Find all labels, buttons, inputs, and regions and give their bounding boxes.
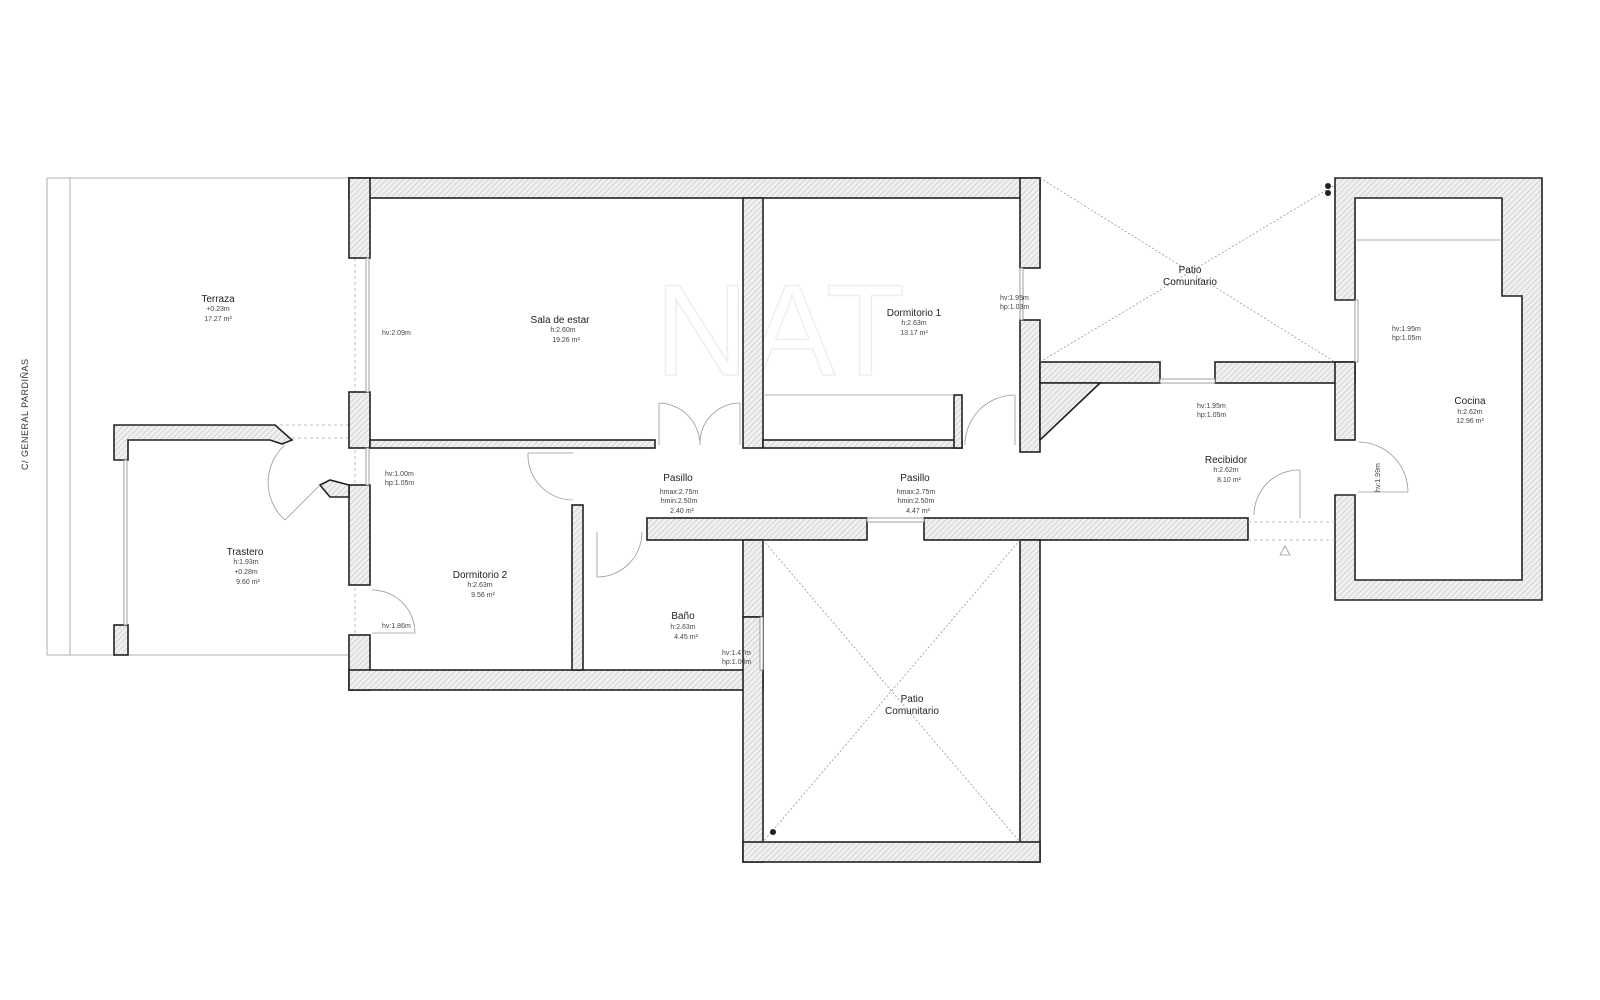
note: hv:1.95m: [1392, 326, 1421, 333]
opening-notes: hv:2.09m hv:1.00m hp:1.05m hv:1.86m hv:1…: [382, 295, 1421, 666]
room-hmin: hmin:2.50m: [661, 498, 698, 505]
room-name: Recibidor: [1205, 455, 1248, 466]
room-hmax: hmax:2.75m: [897, 489, 936, 496]
room-name: Sala de estar: [531, 315, 591, 326]
room-name: Pasillo: [900, 473, 930, 484]
note: hv:1.99m: [1375, 463, 1382, 492]
note: hp:1.05m: [385, 480, 414, 487]
room-dormitorio-1: Dormitorio 1 h:2.63m 13.17 m²: [887, 308, 942, 337]
room-name-2: Comunitario: [1163, 277, 1217, 288]
note: hp:1.03m: [1000, 304, 1029, 311]
room-area: 19.26 m²: [552, 337, 580, 344]
room-hmin: hmin:2.50m: [898, 498, 935, 505]
room-area: 13.17 m²: [900, 330, 928, 337]
room-trastero: Trastero h:1.93m +0.28m 9.60 m²: [227, 547, 264, 586]
street-label: C/ GENERAL PARDIÑAS: [20, 358, 30, 470]
room-name: Dormitorio 2: [453, 570, 508, 581]
room-name: Patio: [1179, 265, 1202, 276]
room-area: 9.60 m²: [236, 579, 260, 586]
room-height: h:1.93m: [233, 559, 258, 566]
room-dormitorio-2: Dormitorio 2 h:2.63m 9.56 m²: [453, 570, 508, 599]
room-patio-comunitario-1: Patio Comunitario: [1163, 265, 1217, 288]
patio-diagonals: [762, 177, 1336, 843]
room-area: 4.45 m²: [674, 634, 698, 641]
room-cocina: Cocina h:2.62m 12.96 m²: [1454, 396, 1486, 425]
note: hp:1.05m: [1392, 335, 1421, 342]
room-name: Baño: [671, 611, 695, 622]
room-area: 9.56 m²: [471, 592, 495, 599]
room-terraza: Terraza +0.23m 17.27 m²: [201, 294, 235, 323]
room-name-2: Comunitario: [885, 706, 939, 717]
room-height: h:2.60m: [550, 327, 575, 334]
room-height: h:2.63m: [901, 320, 926, 327]
room-area: 17.27 m²: [204, 316, 232, 323]
note: hv:2.09m: [382, 330, 411, 337]
watermark: NAT: [655, 257, 905, 403]
room-bano: Baño h:2.63m 4.45 m²: [670, 611, 698, 641]
note: hv:1.95m: [1197, 403, 1226, 410]
room-area: 4.47 m²: [906, 508, 930, 515]
room-sala-de-estar: Sala de estar h:2.60m 19.26 m²: [531, 315, 591, 344]
room-height: h:2.62m: [1457, 409, 1482, 416]
openings: [123, 239, 1502, 671]
room-name: Trastero: [227, 547, 264, 558]
room-area: 2.40 m²: [670, 508, 694, 515]
room-recibidor: Recibidor h:2.62m 8.10 m²: [1205, 455, 1248, 484]
room-level: +0.23m: [206, 306, 230, 313]
room-name: Patio: [901, 694, 924, 705]
room-pasillo-2: Pasillo hmax:2.75m hmin:2.50m 4.47 m²: [897, 473, 936, 515]
note: hv:1.47m: [722, 650, 751, 657]
room-level: +0.28m: [234, 569, 258, 576]
room-name: Dormitorio 1: [887, 308, 942, 319]
room-patio-comunitario-2: Patio Comunitario: [885, 694, 939, 717]
room-height: h:2.62m: [1213, 467, 1238, 474]
room-height: h:2.63m: [467, 582, 492, 589]
note: hp:1.00m: [722, 659, 751, 666]
room-name: Terraza: [201, 294, 235, 305]
note: hv:1.86m: [382, 623, 411, 630]
room-height: h:2.63m: [670, 624, 695, 631]
room-pasillo-1: Pasillo hmax:2.75m hmin:2.50m 2.40 m²: [660, 473, 699, 515]
room-area: 8.10 m²: [1217, 477, 1241, 484]
note: hv:1.95m: [1000, 295, 1029, 302]
terraza-outline: [46, 177, 356, 690]
room-hmax: hmax:2.75m: [660, 489, 699, 496]
walls: [113, 177, 1543, 863]
room-name: Pasillo: [663, 473, 693, 484]
note: hv:1.00m: [385, 471, 414, 478]
room-name: Cocina: [1454, 396, 1486, 407]
room-area: 12.96 m²: [1456, 418, 1484, 425]
note: hp:1.05m: [1197, 412, 1226, 419]
